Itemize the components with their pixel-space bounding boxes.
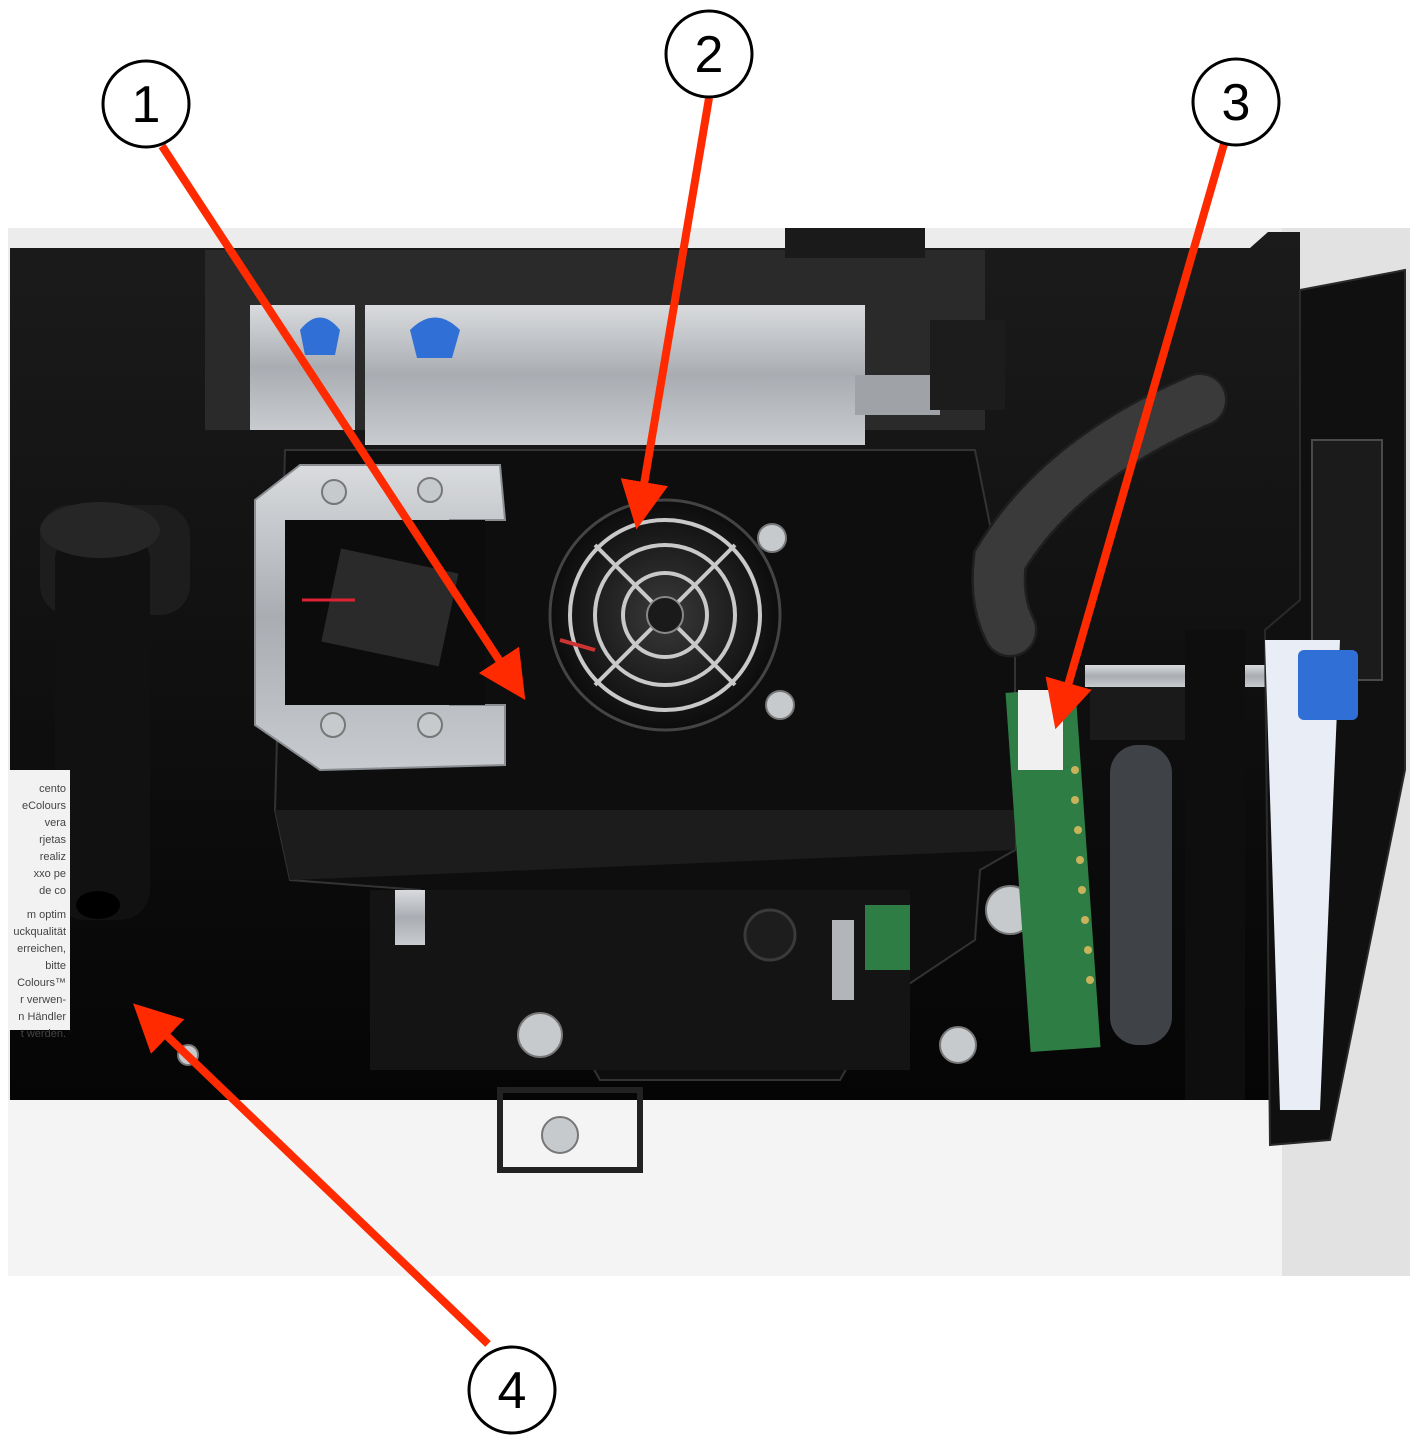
bottom-bracket [497,1087,643,1173]
screw [417,477,443,503]
callout-arrow-3 [1045,142,1228,730]
callout-1: 1 [101,59,191,149]
screw [517,1012,563,1058]
spring-post [832,920,854,1000]
callout-number: 2 [695,26,724,84]
sticker-line: bitte [45,960,66,972]
sticker-line: t werden. [21,1028,66,1040]
guide-tab [855,375,940,415]
sensor-pad [321,548,459,667]
fan-guard-ring [593,543,737,687]
solder-point [1071,796,1079,804]
cooling-fan [548,498,782,732]
knob [743,908,797,962]
blue-card-guide [1298,650,1358,720]
sticker-line: vera [45,817,67,829]
callout-3: 3 [1191,57,1281,147]
solder-point [1081,916,1089,924]
pcb-solder-points [1071,766,1094,984]
callout-circle [1191,57,1281,147]
sticker-line: eColours [22,800,67,812]
sticker-line: erreichen, [17,943,66,955]
sticker-line: realiz [40,851,66,863]
sticker-line: rjetas [39,834,66,846]
lower-mechanism [370,890,910,1070]
callout-circle [101,59,191,149]
cleaning-roller [1110,745,1172,1045]
sticker-line: m optim [27,909,66,921]
callout-number: 4 [498,1362,527,1420]
blue-lever-icon [410,317,460,358]
callout-number: 3 [1222,74,1251,132]
callout-4: 4 [467,1345,557,1435]
small-pcb [865,905,910,970]
fan-wire [559,638,596,652]
callout-arrow-1 [158,143,526,701]
sticker-line: Colours™ [17,977,66,989]
callout-arrow-4 [133,1003,491,1347]
solder-point [1074,826,1082,834]
dark-block [930,320,1005,410]
solder-point [1078,886,1086,894]
fan-hub [646,596,684,634]
spindle-hole [76,891,120,919]
callout-circle [467,1345,557,1435]
housing-edge [275,810,1015,880]
sticker-line: r verwen- [20,994,66,1006]
blue-lever-icon [300,317,340,355]
screw [417,712,443,738]
callout-number: 1 [132,76,161,134]
solder-point [1071,766,1079,774]
solder-point [1084,946,1092,954]
screw [757,523,787,553]
pcb-board [1005,687,1101,1053]
solder-point [1076,856,1084,864]
ribbon-spindle-tip [40,502,160,558]
callout-2: 2 [664,9,754,99]
pcb-connector [1018,690,1063,770]
warning-sticker [8,770,70,1030]
callout-circle [664,9,754,99]
solder-point [1086,976,1094,984]
guide-post [395,890,425,945]
card-stack-label [1265,640,1340,1110]
screw [765,690,795,720]
callout-arrow-2 [620,97,713,530]
screw [939,1026,977,1064]
screw [541,1116,579,1154]
sticker-line: cento [39,783,66,795]
roller-bay [1090,680,1190,740]
screw [321,479,347,505]
fan-guard-ring [621,571,709,659]
screw [320,712,346,738]
right-frame [1185,630,1245,1100]
casing-bottom-lip [8,1100,1410,1276]
sticker-line: n Händler [18,1011,66,1023]
sticker-line: de co [39,885,66,897]
dark-block [785,228,925,258]
sticker-line: uckqualität [13,926,66,938]
sticker-line: xxo pe [34,868,66,880]
sticker-text: cento eColours vera rjetas realiz xxo pe… [13,783,66,1040]
ribbon-spindle [55,530,150,920]
